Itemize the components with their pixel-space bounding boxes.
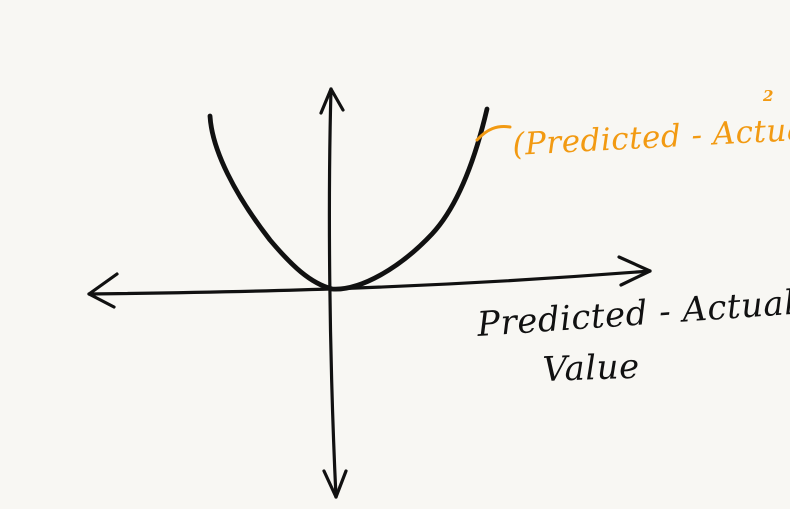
x-axis-right-arrowhead (617, 255, 652, 287)
x-axis-left-arrowhead (87, 272, 119, 309)
curve-label: (Predicted - Actual) (512, 110, 790, 163)
curve-label-exponent: 2 (762, 87, 773, 105)
y-axis-up-arrowhead (319, 87, 345, 115)
x-axis-label-line2: Value (542, 347, 640, 390)
x-axis-label-line1: Predicted - Actual (475, 283, 790, 345)
squared-error-curve (207, 106, 490, 292)
curve-label-pointer (475, 125, 512, 142)
y-axis-down-arrowhead (322, 469, 348, 499)
y-axis-line (327, 87, 338, 499)
